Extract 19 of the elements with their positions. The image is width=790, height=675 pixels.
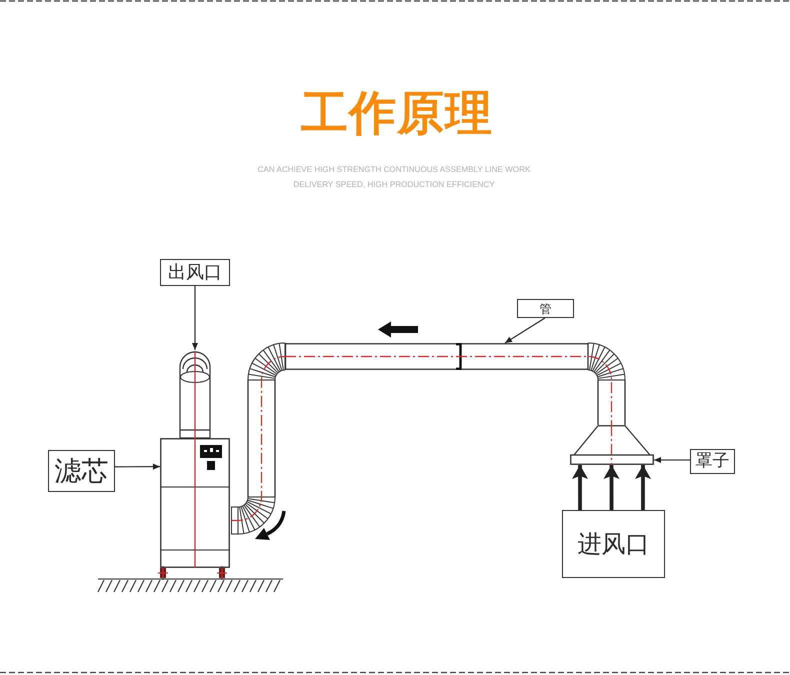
- collector-cabinet: [160, 438, 230, 568]
- label-box: 出风口: [160, 259, 230, 286]
- label-box: 罩子: [690, 449, 735, 474]
- title: 工作原理: [301, 88, 493, 140]
- extraction-hood: [570, 425, 654, 465]
- label-box: 管: [517, 299, 574, 318]
- flexible-hose: [231, 343, 285, 534]
- leader-line: [115, 464, 160, 470]
- airflow-arrow: [572, 465, 588, 510]
- subtitle: CAN ACHIEVE HIGH STRENGTH CONTINUOUS ASSEMBLY LINE WORK DELIVERY SPEED, HIGH PRODUCTION EFFICIENCY: [256, 164, 532, 191]
- label-box: 滤芯: [48, 450, 115, 492]
- label-box: 进风口: [562, 510, 665, 578]
- airflow-arrow: [604, 465, 620, 510]
- airflow-arrow: [635, 465, 651, 510]
- leader-line: [192, 286, 198, 350]
- duct-pipe: [285, 343, 625, 425]
- leader-line: [504, 318, 546, 344]
- outlet-pipe: [179, 350, 211, 438]
- leader-line: [654, 457, 690, 463]
